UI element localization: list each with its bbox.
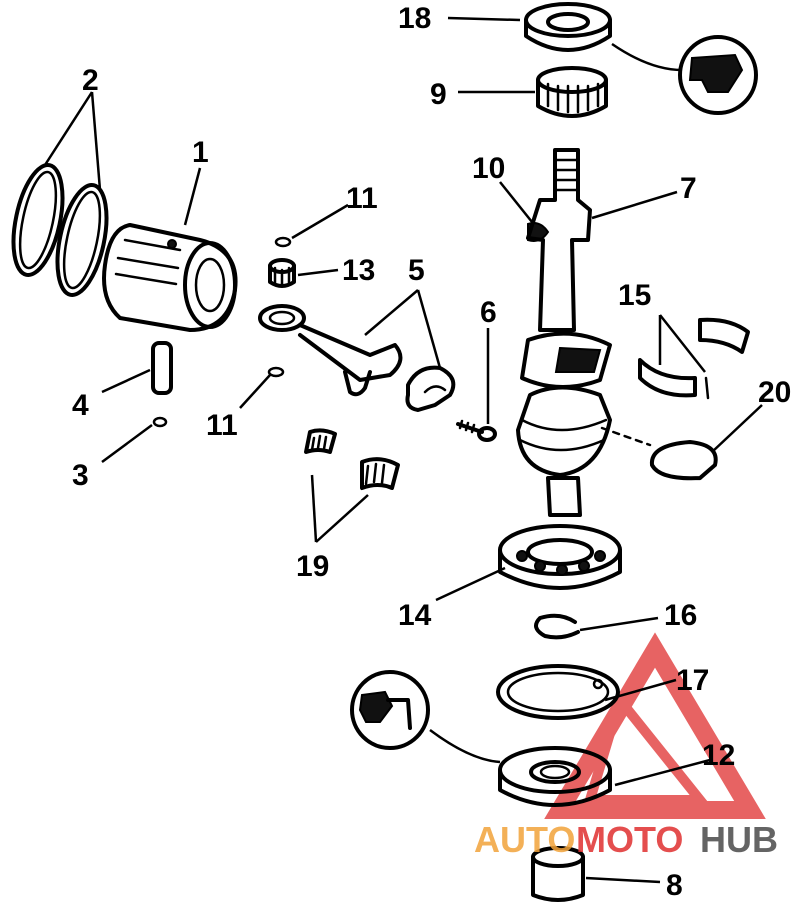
- label-11-lower: 11: [206, 409, 238, 442]
- label-17: 17: [676, 664, 709, 697]
- label-8: 8: [666, 869, 683, 902]
- label-5: 5: [408, 254, 425, 287]
- label-11-upper: 11: [346, 182, 378, 215]
- label-6: 6: [480, 296, 497, 329]
- label-9: 9: [430, 78, 447, 111]
- part-19-bearing-cages: [304, 428, 400, 490]
- label-4: 4: [72, 389, 89, 422]
- part-6-screw: [456, 419, 497, 442]
- part-5-connecting-rod: [258, 304, 456, 412]
- part-2-piston-rings: [11, 163, 109, 297]
- label-19: 19: [296, 550, 329, 583]
- part-11-upper-washer: [274, 236, 292, 248]
- part-16-retaining-ring: [534, 613, 580, 640]
- part-12-lower-seal: [498, 746, 612, 807]
- watermark-text: AUTO MOTO HUB: [474, 819, 778, 860]
- part-4-piston-pin: [151, 341, 173, 395]
- label-18: 18: [398, 2, 431, 35]
- part-7-crankshaft: [516, 148, 652, 517]
- part-15-bearing-halves: [638, 317, 750, 400]
- label-13: 13: [342, 254, 375, 287]
- part-8-bushing: [531, 846, 585, 902]
- part-14-ball-bearing: [498, 524, 622, 590]
- watermark-hub: HUB: [700, 819, 778, 860]
- label-10: 10: [472, 152, 505, 185]
- label-3: 3: [72, 459, 89, 492]
- label-7: 7: [680, 172, 697, 205]
- label-15: 15: [618, 279, 651, 312]
- sealant-tube-icon: [611, 35, 758, 115]
- watermark-moto: MOTO: [576, 819, 683, 860]
- part-18-seal: [524, 2, 612, 52]
- part-13-needle-bearing: [268, 258, 296, 288]
- label-16: 16: [664, 599, 697, 632]
- sealant-tube-icon-lower: [350, 670, 501, 764]
- label-2: 2: [82, 64, 99, 97]
- watermark-triangle-logo: [544, 632, 766, 819]
- part-11-lower-washer: [267, 366, 285, 378]
- label-14: 14: [398, 599, 432, 632]
- part-1-piston: [102, 223, 238, 332]
- label-1: 1: [192, 136, 209, 169]
- label-12: 12: [702, 739, 735, 772]
- watermark-auto: AUTO: [474, 819, 575, 860]
- part-17-large-ring: [496, 664, 620, 720]
- label-20: 20: [758, 376, 791, 409]
- leader-lines: [43, 16, 763, 884]
- part-20-ring: [649, 440, 718, 481]
- part-9-needle-bearing: [536, 66, 608, 118]
- part-labels: 18 9 2 1 10 7 11 13 5 15 6 20 4 11 3 19 …: [72, 2, 791, 902]
- part-3-clip: [152, 416, 168, 428]
